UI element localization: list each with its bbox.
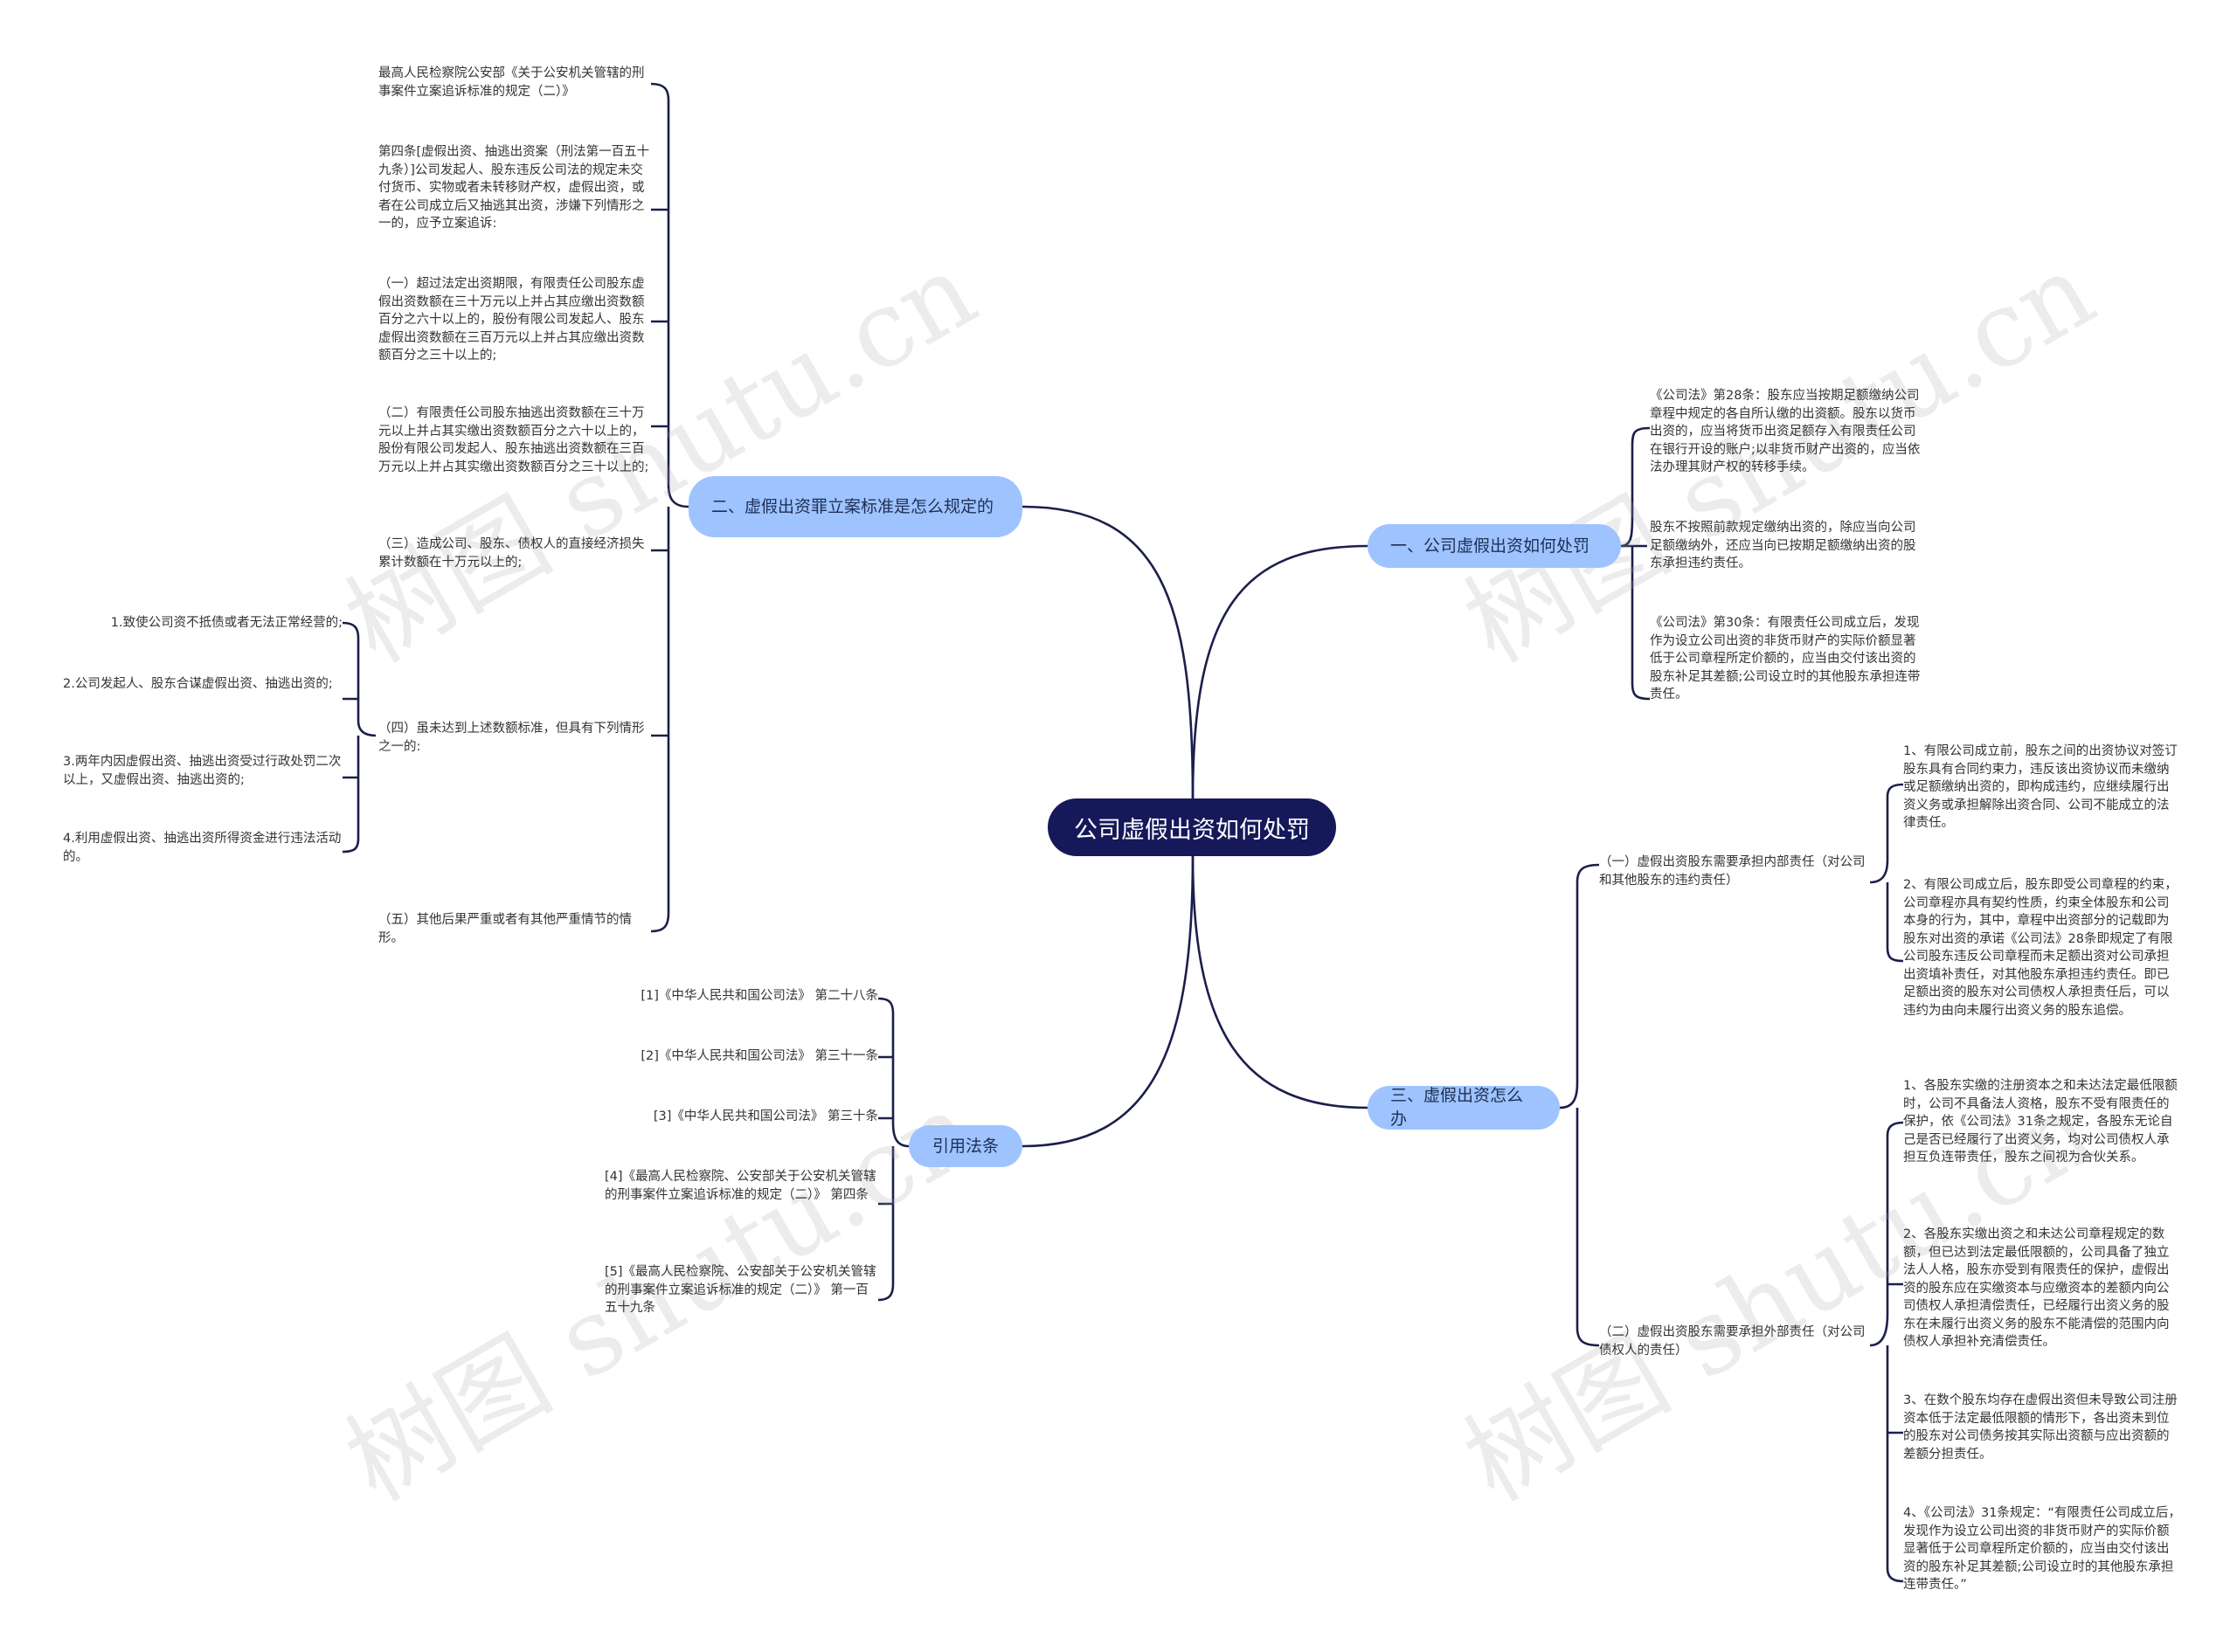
connector-b4-bracket — [877, 997, 910, 1302]
leaf-node[interactable]: 2、各股东实缴出资之和未达公司章程规定的数额，但已达到法定最低限额的，公司具备了… — [1903, 1227, 2170, 1349]
leaf-node[interactable]: [4]《最高人民检察院、公安部关于公安机关管辖的刑事案件立案追诉标准的规定（二）… — [605, 1170, 876, 1202]
branch-label: 三、虚假出资怎么办 — [1390, 1086, 1524, 1129]
leaf-node[interactable]: 2.公司发起人、股东合谋虚假出资、抽逃出资的; — [63, 677, 333, 691]
mid-node[interactable]: （一）虚假出资股东需要承担内部责任（对公司和其他股东的违约责任） — [1599, 855, 1866, 888]
root-label: 公司虚假出资如何处罚 — [1074, 816, 1310, 844]
branch-node-2[interactable]: 二、虚假出资罪立案标准是怎么规定的 — [689, 476, 1022, 537]
connector-root-b3 — [1191, 855, 1368, 1109]
root-node[interactable]: 公司虚假出资如何处罚 — [1048, 798, 1336, 856]
leaf-node[interactable]: [3]《中华人民共和国公司法》 第三十条 — [653, 1109, 878, 1123]
leaf-node[interactable]: （二）有限责任公司股东抽逃出资数额在三十万元以上并占其实缴出资数额百分之六十以上… — [378, 406, 649, 474]
connector-b3-mid2-bracket — [1869, 1121, 1904, 1583]
connector-b3-bracket — [1559, 863, 1600, 1347]
branch-label: 引用法条 — [932, 1136, 999, 1156]
leaf-node[interactable]: [1]《中华人民共和国公司法》 第二十八条 — [641, 989, 878, 1003]
branch-node-1[interactable]: 一、公司虚假出资如何处罚 — [1368, 524, 1621, 568]
leaf-node[interactable]: 第四条[虚假出资、抽逃出资案（刑法第一百五十九条）]公司发起人、股东违反公司法的… — [378, 145, 650, 231]
connector-b2-sub-bracket — [342, 621, 377, 854]
leaf-node[interactable]: 1、有限公司成立前，股东之间的出资协议对签订股东具有合同约束力，违反该出资协议而… — [1903, 744, 2178, 830]
branch-label: 一、公司虚假出资如何处罚 — [1390, 536, 1590, 556]
leaf-node[interactable]: 4、《公司法》31条规定：“有限责任公司成立后，发现作为设立公司出资的非货币财产… — [1903, 1506, 2181, 1592]
connector-b2-bracket — [650, 82, 689, 933]
connector-b1-bracket — [1620, 426, 1651, 701]
leaf-node[interactable]: 股东不按照前款规定缴纳出资的，除应当向公司足额缴纳外，还应当向已按期足额缴纳出资… — [1650, 521, 1916, 570]
leaf-node[interactable]: （三）造成公司、股东、债权人的直接经济损失累计数额在十万元以上的; — [378, 537, 645, 570]
leaf-node[interactable]: 《公司法》第30条：有限责任公司成立后，发现作为设立公司出资的非货币财产的实际价… — [1650, 616, 1921, 702]
leaf-node[interactable]: 3、在数个股东均存在虚假出资但未导致公司注册资本低于法定最低限额的情形下，各出资… — [1903, 1393, 2178, 1462]
leaf-node[interactable]: （五）其他后果严重或者有其他严重情节的情形。 — [378, 913, 632, 945]
branch-label: 二、虚假出资罪立案标准是怎么规定的 — [711, 496, 994, 516]
leaf-node[interactable]: （四）虽未达到上述数额标准，但具有下列情形之一的: — [378, 722, 645, 754]
leaf-node[interactable]: 2、有限公司成立后，股东即受公司章程的约束，公司章程亦具有契约性质，约束全体股东… — [1903, 878, 2178, 1018]
branch-node-4[interactable]: 引用法条 — [909, 1125, 1022, 1167]
leaf-node[interactable]: [5]《最高人民检察院、公安部关于公安机关管辖的刑事案件立案追诉标准的规定（二）… — [605, 1265, 876, 1315]
leaf-node[interactable]: 《公司法》第28条：股东应当按期足额缴纳公司章程中规定的各自所认缴的出资额。股东… — [1650, 389, 1921, 474]
leaf-node[interactable]: 3.两年内因虚假出资、抽逃出资受过行政处罚二次以上，又虚假出资、抽逃出资的; — [63, 755, 342, 787]
branch-node-3[interactable]: 三、虚假出资怎么办 — [1368, 1086, 1560, 1130]
connector-b3-mid1-bracket — [1869, 783, 1904, 963]
leaf-node[interactable]: 1.致使公司资不抵债或者无法正常经营的; — [110, 616, 343, 630]
mid-node[interactable]: （二）虚假出资股东需要承担外部责任（对公司债权人的责任） — [1599, 1325, 1866, 1358]
leaf-node[interactable]: （一）超过法定出资期限，有限责任公司股东虚假出资数额在三十万元以上并占其应缴出资… — [378, 277, 645, 363]
connector-root-b4 — [1022, 855, 1195, 1148]
leaf-node[interactable]: 1、各股东实缴的注册资本之和未达法定最低限额时，公司不具备法人资格，股东不受有限… — [1903, 1079, 2178, 1165]
leaf-node[interactable]: [2]《中华人民共和国公司法》 第三十一条 — [641, 1049, 878, 1063]
connector-root-b1 — [1191, 544, 1368, 799]
connector-root-b2 — [1022, 505, 1195, 799]
leaf-node[interactable]: 4.利用虚假出资、抽逃出资所得资金进行违法活动的。 — [63, 832, 342, 864]
leaf-node[interactable]: 最高人民检察院公安部《关于公安机关管辖的刑事案件立案追诉标准的规定（二）》 — [378, 66, 645, 99]
